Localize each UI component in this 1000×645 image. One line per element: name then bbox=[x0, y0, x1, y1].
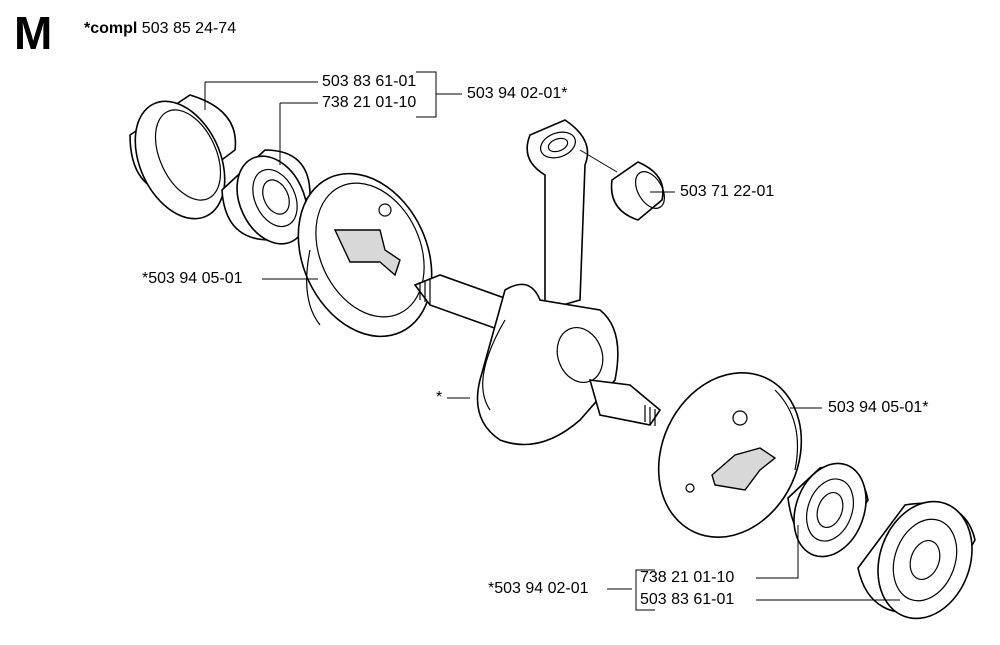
lower-ball-bearing bbox=[787, 462, 869, 558]
callout-lower-bearing: 738 21 01-10 bbox=[640, 569, 735, 586]
callout-upper-bearing-group: 503 94 02-01* bbox=[467, 85, 568, 102]
needle-bearing bbox=[610, 161, 666, 221]
upper-bearing-ring bbox=[129, 94, 237, 220]
lower-bearing-ring bbox=[857, 500, 976, 620]
callout-upper-bearing-ring: 503 83 61-01 bbox=[322, 73, 417, 90]
callout-lower-bearing-group: *503 94 02-01 bbox=[488, 580, 589, 597]
connecting-rod bbox=[526, 119, 589, 312]
left-crank-half bbox=[297, 172, 433, 338]
callout-right-crank-half: 503 94 05-01* bbox=[828, 399, 929, 416]
right-crank-half bbox=[657, 371, 803, 539]
right-crank-shaft bbox=[588, 379, 662, 426]
leader-lines bbox=[204, 71, 900, 611]
assembly-prefix: *compl bbox=[84, 20, 138, 37]
crankshaft-body bbox=[476, 283, 619, 446]
callout-needle-bearing: 503 71 22-01 bbox=[680, 183, 775, 200]
assembly-number: *compl 503 85 24-74 bbox=[84, 20, 236, 38]
callout-upper-bearing: 738 21 01-10 bbox=[322, 94, 417, 111]
callout-lower-bearing-ring: 503 83 61-01 bbox=[640, 591, 735, 608]
upper-ball-bearing bbox=[221, 149, 311, 245]
section-letter: M bbox=[14, 7, 53, 59]
callout-left-crank-half: *503 94 05-01 bbox=[142, 270, 243, 287]
assembly-part-number: 503 85 24-74 bbox=[141, 20, 237, 37]
callout-crankshaft: * bbox=[436, 389, 443, 406]
